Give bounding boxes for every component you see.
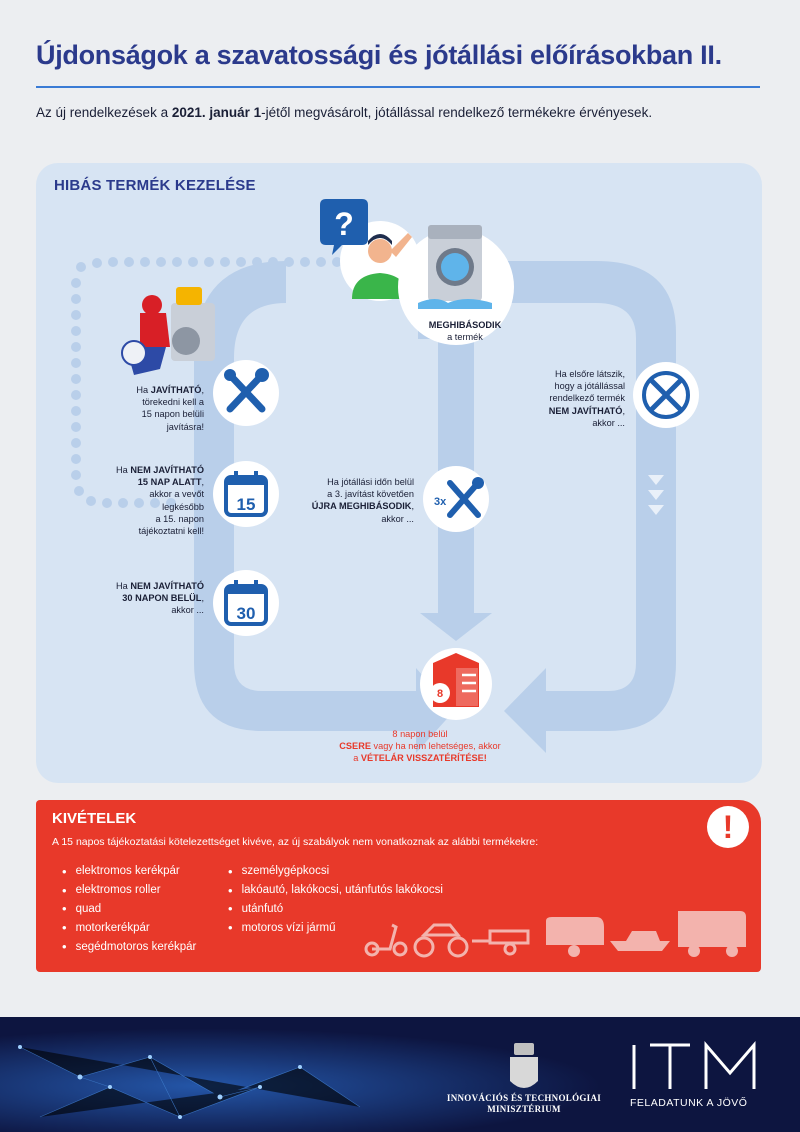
not-repairable-icon bbox=[633, 362, 699, 428]
svg-text:30: 30 bbox=[237, 604, 256, 623]
intro-text: Az új rendelkezések a 2021. január 1-jét… bbox=[36, 105, 653, 120]
broken-washing-machine-illustration bbox=[398, 225, 514, 345]
question-bubble: ? bbox=[320, 199, 368, 255]
exceptions-title: KIVÉTELEK bbox=[52, 810, 137, 827]
list-item: személygépkocsi bbox=[228, 862, 443, 881]
list-item: utánfutó bbox=[228, 900, 443, 919]
motorboat-icon bbox=[610, 931, 670, 951]
title-divider bbox=[36, 86, 760, 88]
vehicle-icons bbox=[364, 911, 746, 958]
alert-icon: ! bbox=[707, 806, 749, 848]
quad-icon bbox=[413, 923, 469, 958]
list-item: motorkerékpár bbox=[62, 918, 196, 937]
scooter-icon bbox=[364, 923, 408, 957]
itm-tagline: FELADATUNK A JÖVŐ bbox=[630, 1097, 748, 1109]
svg-text:3x: 3x bbox=[434, 496, 447, 508]
calendar-30-icon: 30 bbox=[213, 570, 279, 636]
nem-javithato-15-text: Ha NEM JAVÍTHATÓ 15 NAP ALATT, akkor a v… bbox=[116, 465, 204, 537]
list-item: lakóautó, lakókocsi, utánfutós lakókocsi bbox=[228, 881, 443, 900]
harom-javitas-text: Ha jótállási időn belül a 3. javítást kö… bbox=[311, 477, 414, 524]
nem-javithato-30-text: Ha NEM JAVÍTHATÓ 30 NAPON BELÜL, akkor .… bbox=[116, 581, 204, 616]
coat-of-arms-logo bbox=[510, 1043, 538, 1088]
repair-tools-icon bbox=[213, 360, 279, 426]
itm-logo bbox=[632, 1040, 756, 1089]
chevrons bbox=[648, 475, 664, 515]
list-item: quad bbox=[62, 900, 196, 919]
list-item: motoros vízi jármű bbox=[228, 918, 443, 937]
footer bbox=[0, 1017, 800, 1132]
exceptions-list-2: személygépkocsi lakóautó, lakókocsi, utá… bbox=[228, 862, 443, 937]
exceptions-list-1: elektromos kerékpár elektromos roller qu… bbox=[62, 862, 197, 956]
result-text: 8 napon belül CSERE vagy ha nem lehetség… bbox=[339, 729, 501, 764]
motorhome-icon bbox=[678, 911, 746, 957]
dotted-path bbox=[71, 257, 342, 508]
svg-text:?: ? bbox=[334, 206, 354, 242]
replacement-box-icon: 8 bbox=[420, 648, 492, 720]
calendar-15-icon: 15 bbox=[213, 461, 279, 527]
elsore-nem-javithato-text: Ha elsőre látszik, hogy a jótállással re… bbox=[548, 369, 625, 428]
svg-text:8: 8 bbox=[437, 688, 443, 700]
svg-text:15: 15 bbox=[237, 495, 256, 514]
trailer-icon bbox=[472, 929, 530, 956]
flow-diagram: ? 15 30 3x bbox=[71, 199, 699, 753]
network-background bbox=[0, 1017, 800, 1132]
javithato-text: Ha JAVÍTHATÓ, törekedni kell a 15 napon … bbox=[136, 385, 204, 432]
three-repairs-icon: 3x bbox=[423, 466, 489, 532]
flow-arrow-right bbox=[504, 261, 676, 753]
page-title: Újdonságok a szavatossági és jótállási e… bbox=[36, 40, 722, 70]
exceptions-subtitle: A 15 napos tájékoztatási kötelezettséget… bbox=[52, 836, 539, 848]
caravan-icon bbox=[546, 917, 604, 957]
list-item: elektromos roller bbox=[62, 881, 196, 900]
panel-title: HIBÁS TERMÉK KEZELÉSE bbox=[54, 177, 256, 194]
repair-technician-illustration bbox=[121, 287, 215, 375]
list-item: elektromos kerékpár bbox=[62, 862, 196, 881]
list-item: segédmotoros kerékpár bbox=[62, 937, 197, 956]
